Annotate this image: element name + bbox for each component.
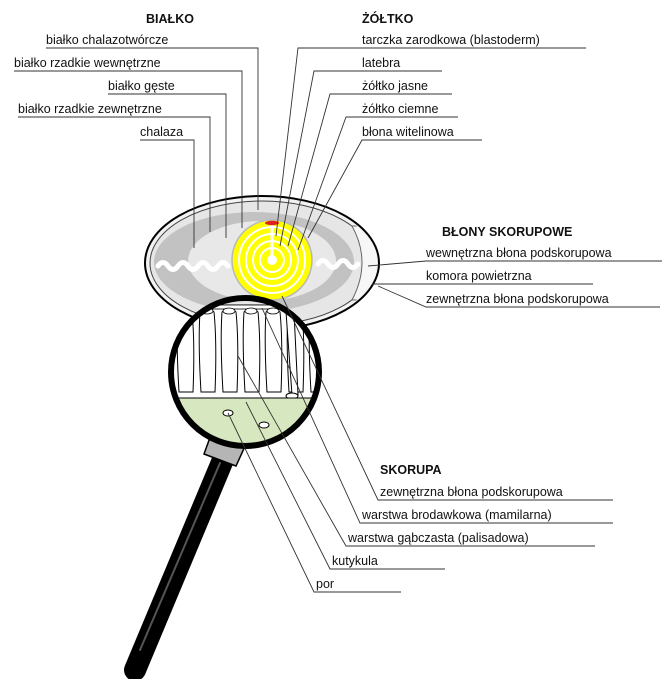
magnifier-handle <box>135 455 225 670</box>
label-komora-powietrzna: komora powietrzna <box>426 269 532 283</box>
label-wewnetrzna-blona-podskorupowa: wewnętrzna błona podskorupowa <box>425 246 612 260</box>
group-blony-skorupowe: BŁONY SKORUPOWE wewnętrzna błona podskor… <box>425 225 612 306</box>
group-title-skorupa: SKORUPA <box>380 463 442 477</box>
leader-lines <box>14 48 662 592</box>
label-warstwa-gabczasta: warstwa gąbczasta (palisadowa) <box>347 531 529 545</box>
label-latebra: latebra <box>362 56 400 70</box>
label-bialko-rzadkie-wewnetrzne: białko rzadkie wewnętrzne <box>14 56 161 70</box>
label-chalaza: chalaza <box>140 125 183 139</box>
label-skorupa-zewnetrzna-blona: zewnętrzna błona podskorupowa <box>380 485 563 499</box>
label-zoltko-ciemne: żółtko ciemne <box>362 102 438 116</box>
group-title-blony-skorupowe: BŁONY SKORUPOWE <box>442 225 572 239</box>
label-blona-witelinowa: błona witelinowa <box>362 125 454 139</box>
label-tarczka-zarodkowa: tarczka zarodkowa (blastoderm) <box>362 33 540 47</box>
magnifying-glass-icon <box>135 295 335 670</box>
group-zoltko: ŻÓŁTKO tarczka zarodkowa (blastoderm) la… <box>362 11 540 139</box>
label-bialko-chalazotworcze: białko chalazotwórcze <box>46 33 168 47</box>
label-zewnetrzna-blona-podskorupowa: zewnętrzna błona podskorupowa <box>426 292 609 306</box>
latebra-core <box>267 255 277 265</box>
label-zoltko-jasne: żółtko jasne <box>362 79 428 93</box>
label-kutykula: kutykula <box>332 554 378 568</box>
group-skorupa: SKORUPA zewnętrzna błona podskorupowa wa… <box>316 463 563 591</box>
group-bialko: BIAŁKO białko chalazotwórcze białko rzad… <box>14 12 194 139</box>
group-title-bialko: BIAŁKO <box>146 12 194 26</box>
label-por: por <box>316 577 334 591</box>
label-bialko-geste: białko gęste <box>108 79 175 93</box>
magnifier-handle-highlight <box>140 463 220 650</box>
label-bialko-rzadkie-zewnetrzne: białko rzadkie zewnętrzne <box>18 102 162 116</box>
group-title-zoltko: ŻÓŁTKO <box>362 11 414 26</box>
label-warstwa-brodawkowa: warstwa brodawkowa (mamilarna) <box>361 508 552 522</box>
